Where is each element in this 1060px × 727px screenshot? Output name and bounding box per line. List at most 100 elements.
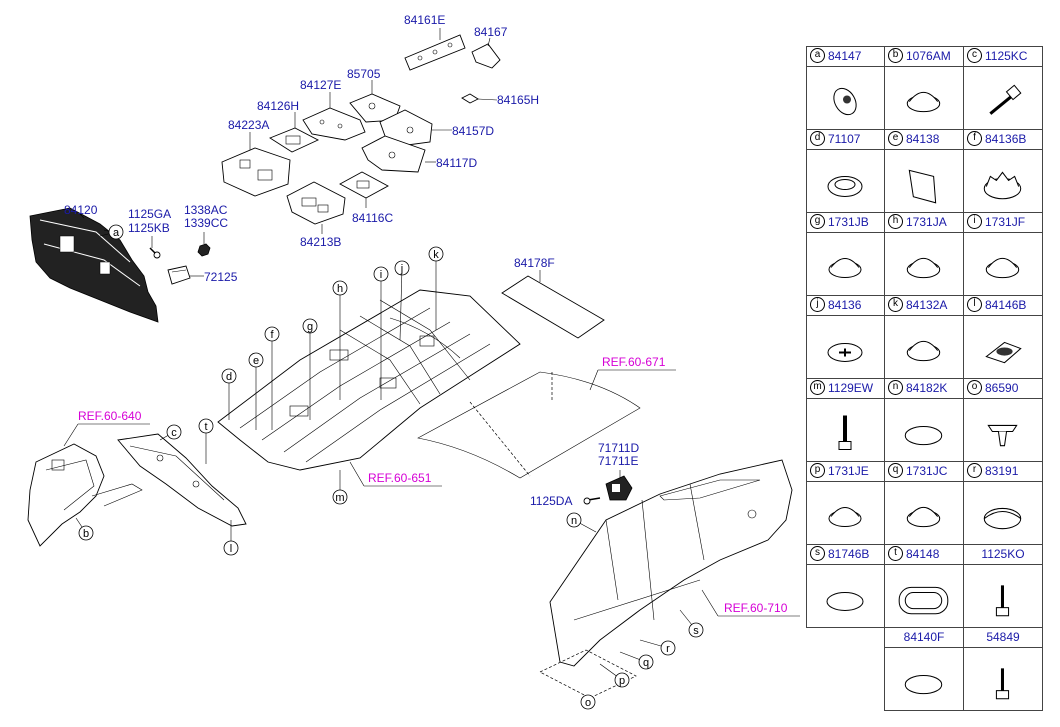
balloon-r[interactable] <box>660 640 676 656</box>
legend-letter: k <box>888 297 903 313</box>
pad-84165H[interactable] <box>461 93 479 104</box>
pad-84126H[interactable] <box>269 127 320 153</box>
pad-84117D[interactable] <box>361 135 426 173</box>
callout-1125DA: 1125DA <box>530 494 572 508</box>
callout-84213B: 84213B <box>300 235 341 249</box>
balloon-label-e: e <box>253 355 259 367</box>
balloon-f[interactable] <box>264 326 280 342</box>
balloon-a[interactable] <box>108 224 124 240</box>
legend-part-number: 1125KO <box>981 547 1025 561</box>
dash-panel-84120[interactable] <box>29 207 159 323</box>
ref-60-710[interactable]: REF.60-710 <box>724 601 788 615</box>
balloon-label-i: i <box>380 269 382 281</box>
legend-cell-54849[interactable]: 54849 <box>963 627 1043 711</box>
ref-60-651[interactable]: REF.60-651 <box>368 471 432 485</box>
notched-plug-icon <box>983 171 1022 200</box>
balloon-label-a: a <box>113 227 120 239</box>
balloon-label-c: c <box>171 427 177 439</box>
legend-letter: i <box>967 214 982 230</box>
balloon-t[interactable] <box>198 418 214 434</box>
balloon-label-m: m <box>335 492 344 504</box>
balloon-label-n: n <box>571 515 577 527</box>
legend-part-number: 84136B <box>985 132 1027 146</box>
flat-disc-icon <box>904 674 943 695</box>
grommet-cone-icon <box>833 87 857 116</box>
balloon-g[interactable] <box>302 318 318 334</box>
balloon-m[interactable] <box>332 489 348 505</box>
balloon-q[interactable] <box>638 654 654 670</box>
pad-84223A[interactable] <box>221 147 291 197</box>
balloon-s[interactable] <box>688 622 704 638</box>
balloon-label-s: s <box>693 625 699 637</box>
balloon-l[interactable] <box>223 540 239 556</box>
legend-part-number: 1076AM <box>906 49 951 63</box>
legend-cell-1125KO[interactable]: 1125KO <box>963 544 1043 628</box>
pad-85705[interactable] <box>349 93 401 123</box>
bolt-1125GA[interactable] <box>149 247 161 259</box>
legend-letter: c <box>967 48 982 64</box>
legend-part-number: 84132A <box>906 298 948 312</box>
flat-disc-icon <box>826 592 864 611</box>
balloon-d[interactable] <box>221 368 237 384</box>
balloon-i[interactable] <box>373 266 389 282</box>
roof-panel <box>417 371 641 479</box>
bracket-71711D[interactable] <box>605 475 633 501</box>
bolt-1125DA[interactable] <box>583 497 601 505</box>
pad-84116C[interactable] <box>339 171 389 199</box>
callout-84165H: 84165H <box>497 93 539 107</box>
balloon-h[interactable] <box>332 280 348 296</box>
balloon-o[interactable] <box>580 694 596 710</box>
floor-pan[interactable] <box>217 289 521 471</box>
grommet-72125[interactable] <box>167 265 191 285</box>
balloon-label-k: k <box>433 249 439 261</box>
balloon-p[interactable] <box>614 672 630 688</box>
roof-pad-84178F[interactable] <box>501 275 605 339</box>
pad-84127E[interactable] <box>302 107 366 141</box>
pad-84161E[interactable] <box>404 34 466 71</box>
balloon-j[interactable] <box>394 260 410 276</box>
legend-letter: t <box>888 546 903 562</box>
nut-1338AC[interactable] <box>197 243 211 257</box>
balloon-k[interactable] <box>428 246 444 262</box>
plug-dome-icon <box>906 506 941 528</box>
balloon-e[interactable] <box>248 352 264 368</box>
balloon-n[interactable] <box>566 512 582 528</box>
balloon-b[interactable] <box>78 525 94 541</box>
ref-60-671[interactable]: REF.60-671 <box>602 355 666 369</box>
pad-84167[interactable] <box>471 43 501 69</box>
pad-84213B[interactable] <box>286 181 346 225</box>
callout-1339CC: 1339CC <box>184 216 228 230</box>
ref-60-640[interactable]: REF.60-640 <box>78 409 142 423</box>
balloon-c[interactable] <box>166 424 182 440</box>
legend-header: 54849 <box>964 628 1042 648</box>
legend-cell-84140F[interactable]: 84140F <box>884 627 964 711</box>
legend-letter: m <box>810 380 825 396</box>
